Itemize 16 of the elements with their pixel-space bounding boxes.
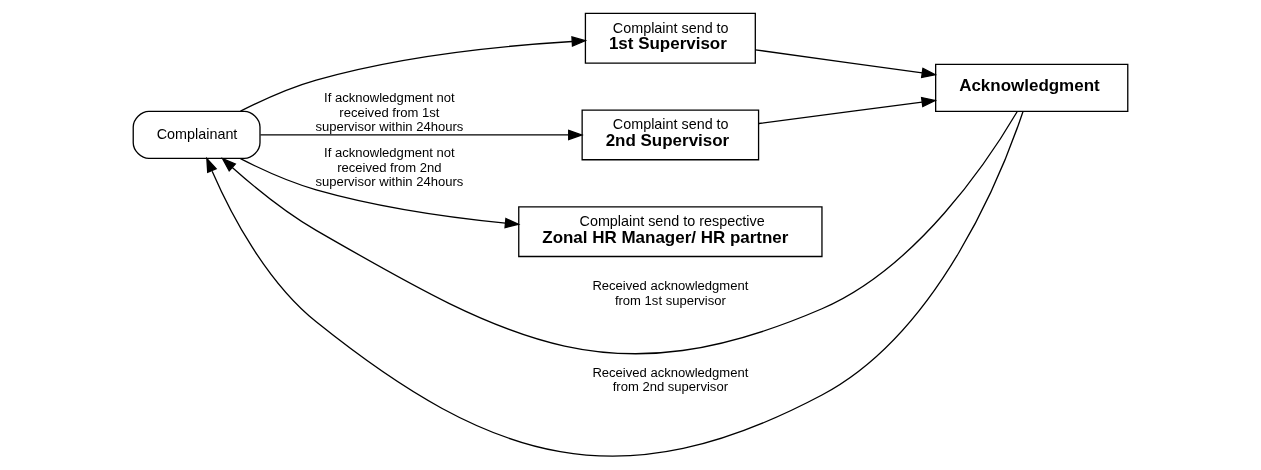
arrow [259, 129, 584, 141]
node-box: Acknowledgment [935, 63, 1129, 113]
edge-label: If acknowledgment not received from 2nd supervisor within 24hours [315, 145, 464, 189]
node-box: Complaint send to respective Zonal HR Manager/ HR partner [518, 206, 823, 258]
arrow [239, 36, 588, 112]
node-box: Complaint send to 1st Supervisor [584, 12, 756, 64]
edge-label: Received acknowledgment from 2nd supervisor [592, 364, 749, 395]
node-box: Complainant [132, 110, 261, 160]
node-box: Complaint send to 2nd Supervisor [581, 109, 760, 161]
arrow [206, 111, 1024, 457]
arrow [754, 49, 938, 79]
arrow [239, 158, 521, 229]
arrow [758, 96, 938, 125]
arrow [221, 110, 1018, 355]
edge-label: If acknowledgment not received from 1st supervisor within 24hours [315, 90, 464, 135]
edge-label: Received acknowledgment from 1st supervisor [592, 278, 749, 308]
